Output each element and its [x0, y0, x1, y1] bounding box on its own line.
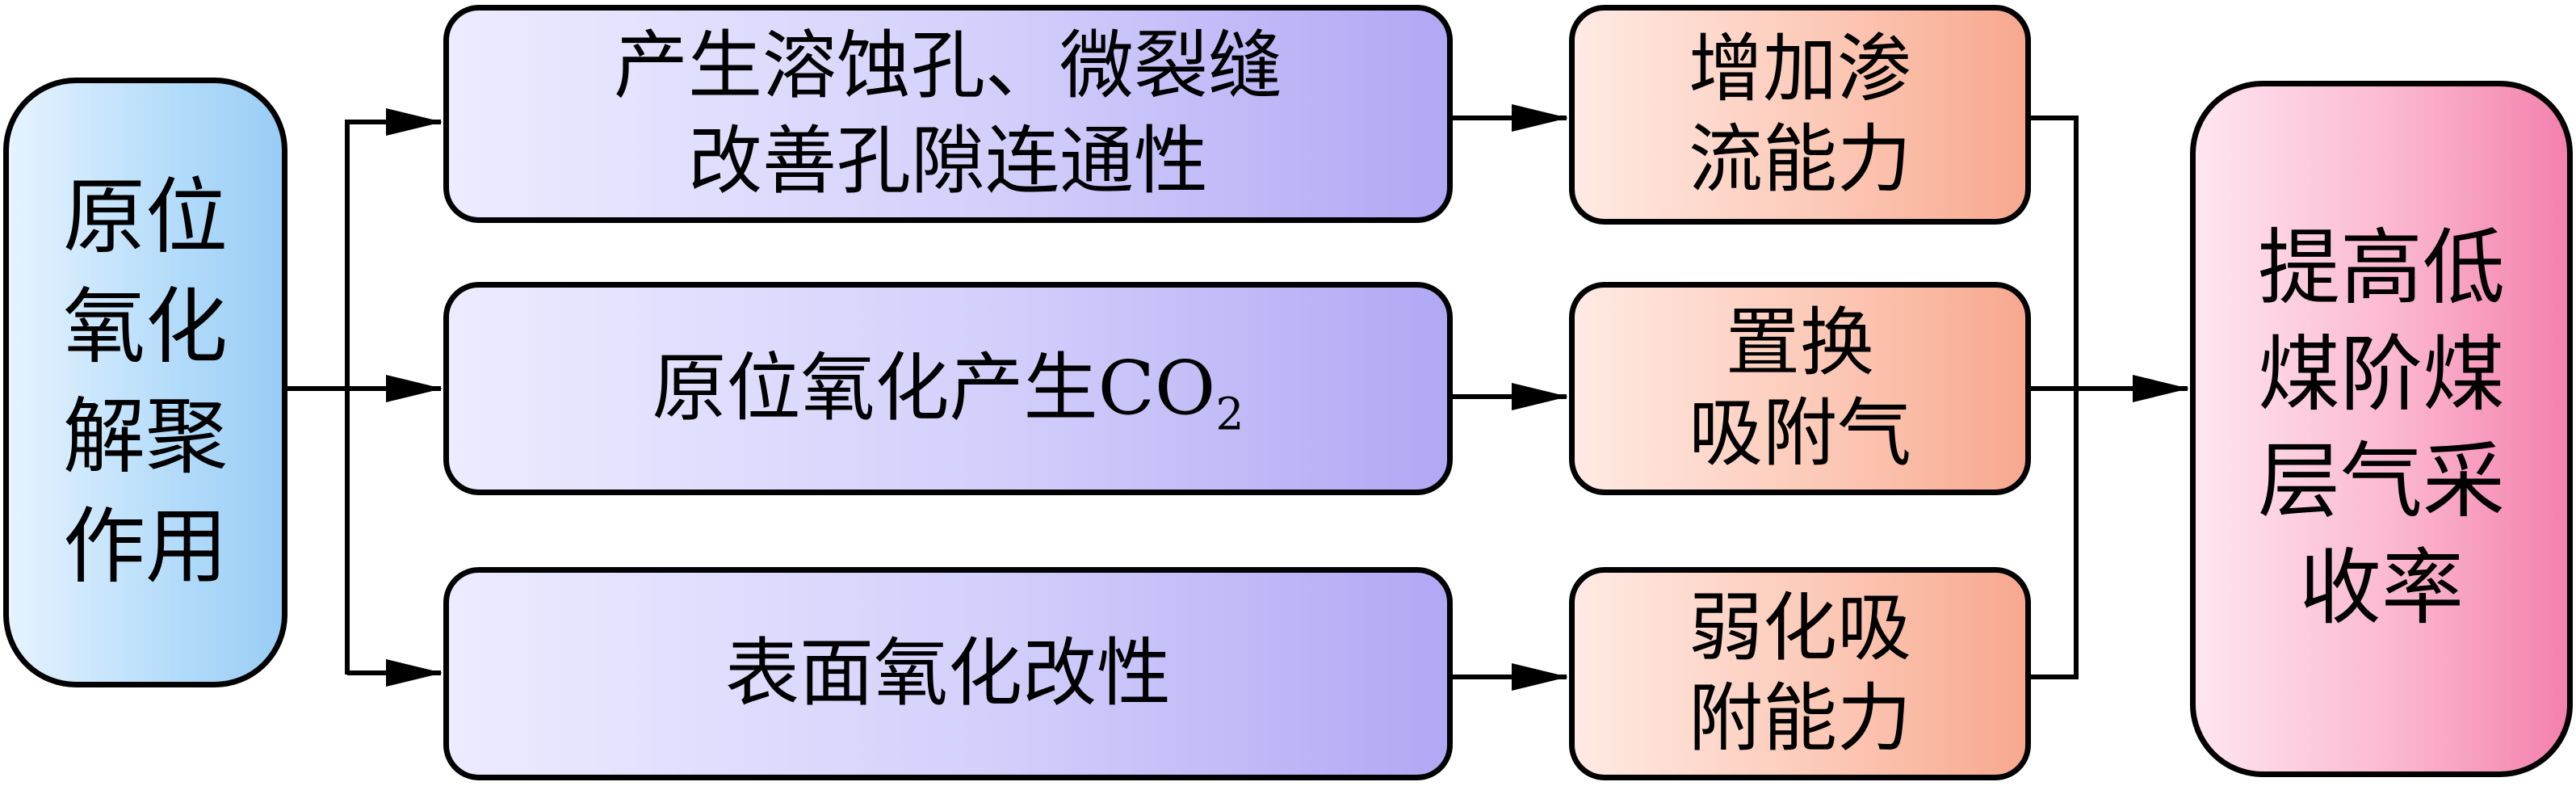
dissolution-pores-label: 产生溶蚀孔、微裂缝 改善孔隙连通性 [613, 23, 1282, 204]
seepage-capacity-node: 增加渗 流能力 [1569, 5, 2031, 225]
surface-oxidation-node: 表面氧化改性 [443, 567, 1453, 780]
gas-replacement-node: 置换 吸附气 [1569, 282, 2031, 495]
surface-oxidation-label: 表面氧化改性 [724, 630, 1171, 717]
gas-replacement-label: 置换 吸附气 [1688, 300, 1911, 477]
dissolution-pores-node: 产生溶蚀孔、微裂缝 改善孔隙连通性 [443, 5, 1453, 223]
co2-subscript: 2 [1215, 389, 1244, 441]
co2-generation-main: 原位氧化产生CO [652, 345, 1216, 431]
co2-generation-label: 原位氧化产生CO2 [652, 341, 1244, 437]
adsorption-weakening-node: 弱化吸 附能力 [1569, 567, 2031, 780]
adsorption-weakening-label: 弱化吸 附能力 [1688, 585, 1911, 762]
in-situ-oxidation-label: 原位 氧化 解聚 作用 [63, 169, 228, 595]
recovery-improvement-label: 提高低 煤阶煤 层气采 收率 [2258, 221, 2505, 637]
co2-generation-node: 原位氧化产生CO2 [443, 282, 1453, 495]
recovery-improvement-node: 提高低 煤阶煤 层气采 收率 [2190, 81, 2573, 777]
seepage-capacity-label: 增加渗 流能力 [1688, 26, 1911, 203]
in-situ-oxidation-node: 原位 氧化 解聚 作用 [3, 78, 287, 687]
